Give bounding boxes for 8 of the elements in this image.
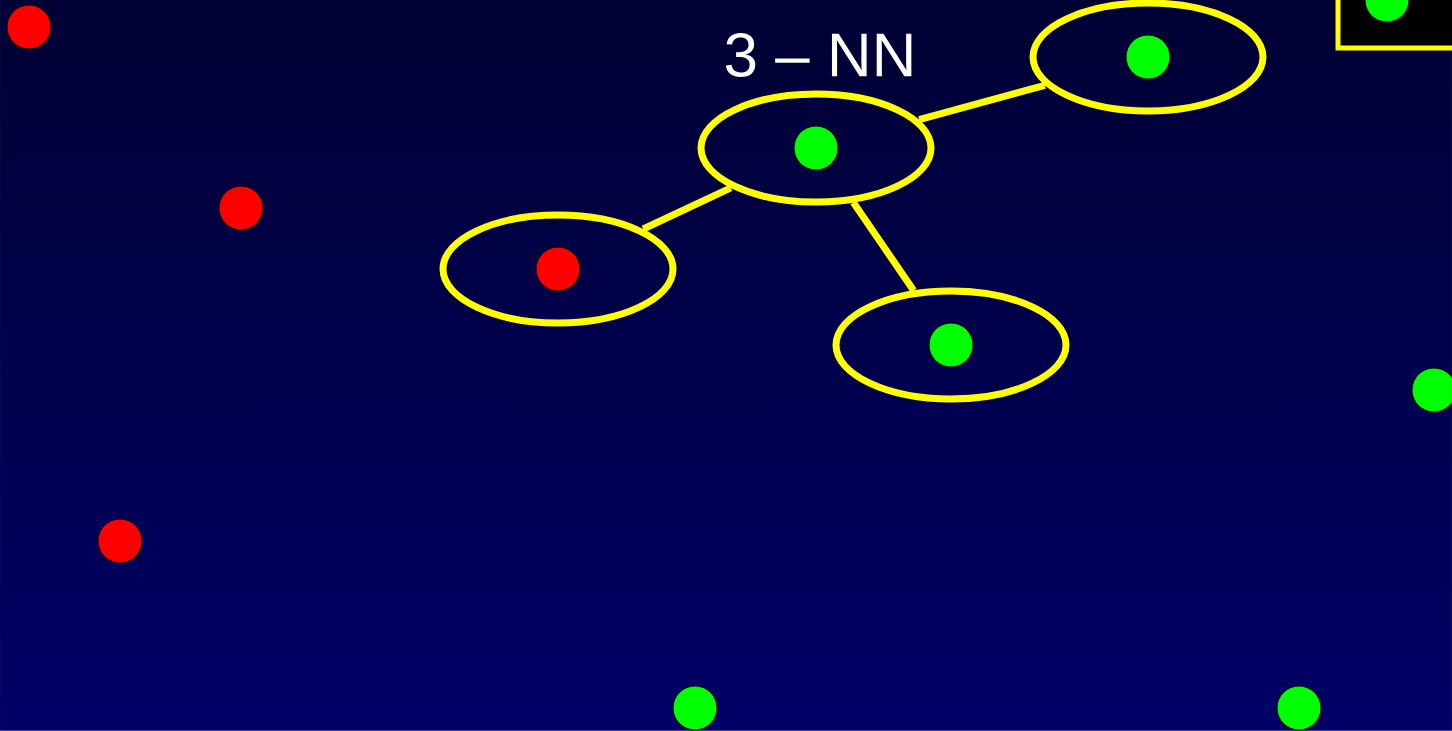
neighbor-ellipse: [832, 287, 1070, 403]
title: 3 – NN: [725, 33, 912, 77]
connector-line: [641, 184, 733, 233]
connector-line: [918, 81, 1046, 124]
neighbor-ellipse: [697, 90, 935, 206]
connector-line: [850, 200, 917, 293]
neighbor-ellipse: [439, 211, 677, 327]
neighbor-ellipse: [1029, 0, 1267, 115]
